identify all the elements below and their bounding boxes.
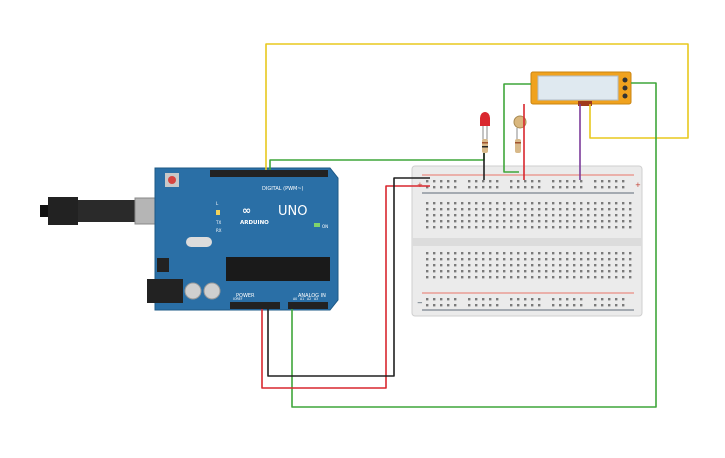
breadboard-holes xyxy=(426,180,632,307)
power-label: POWER xyxy=(236,293,255,299)
reset-button[interactable] xyxy=(168,176,176,184)
arduino-uno-board[interactable]: ∞ UNO ARDUINO DIGITAL (PWM~) POWER ANALO… xyxy=(40,167,339,311)
lcd-module[interactable] xyxy=(530,71,632,106)
power-header xyxy=(230,302,280,309)
wire-black-gnd xyxy=(267,177,430,377)
wire-green-analog xyxy=(291,82,657,408)
pin-a0: A0 xyxy=(293,297,297,301)
wire-green-lcd xyxy=(503,83,531,173)
lcd-screen xyxy=(537,75,619,101)
rail-minus-label: − xyxy=(417,299,423,307)
analog-header xyxy=(288,302,328,309)
photoresistor[interactable] xyxy=(513,115,527,140)
pin-ioref: IOREF xyxy=(233,297,243,301)
pin-a1: A1 xyxy=(300,297,304,301)
ldr-resistor[interactable] xyxy=(515,139,521,153)
breadboard[interactable]: + + − xyxy=(411,165,643,317)
on-led xyxy=(314,223,320,227)
usb-cable xyxy=(48,197,78,225)
on-label: ON xyxy=(322,224,328,229)
arduino-logo-symbol: ∞ xyxy=(242,204,251,217)
digital-header xyxy=(210,170,328,177)
analog-label: ANALOG IN xyxy=(298,293,326,299)
digital-label: DIGITAL (PWM~) xyxy=(262,186,304,192)
atmega-chip xyxy=(226,257,330,281)
rail-plus-label: + xyxy=(417,181,423,189)
board-model: UNO xyxy=(278,204,307,219)
led-resistor[interactable] xyxy=(482,139,488,153)
board-brand: ARDUINO xyxy=(240,220,269,226)
wire-red-power xyxy=(261,185,430,389)
tx-label: TX xyxy=(215,220,221,225)
pin-a2: A2 xyxy=(307,297,311,301)
pin-a3: A3 xyxy=(314,297,318,301)
usb-cable-tip xyxy=(40,205,50,217)
red-led[interactable] xyxy=(480,112,490,140)
l-label: L xyxy=(216,201,219,206)
wire-yellow xyxy=(265,43,689,170)
l-led xyxy=(216,210,220,215)
wires xyxy=(261,43,689,408)
rx-label: RX xyxy=(216,228,222,233)
rail-plus-label-right: + xyxy=(635,181,641,189)
power-jack xyxy=(147,279,183,303)
